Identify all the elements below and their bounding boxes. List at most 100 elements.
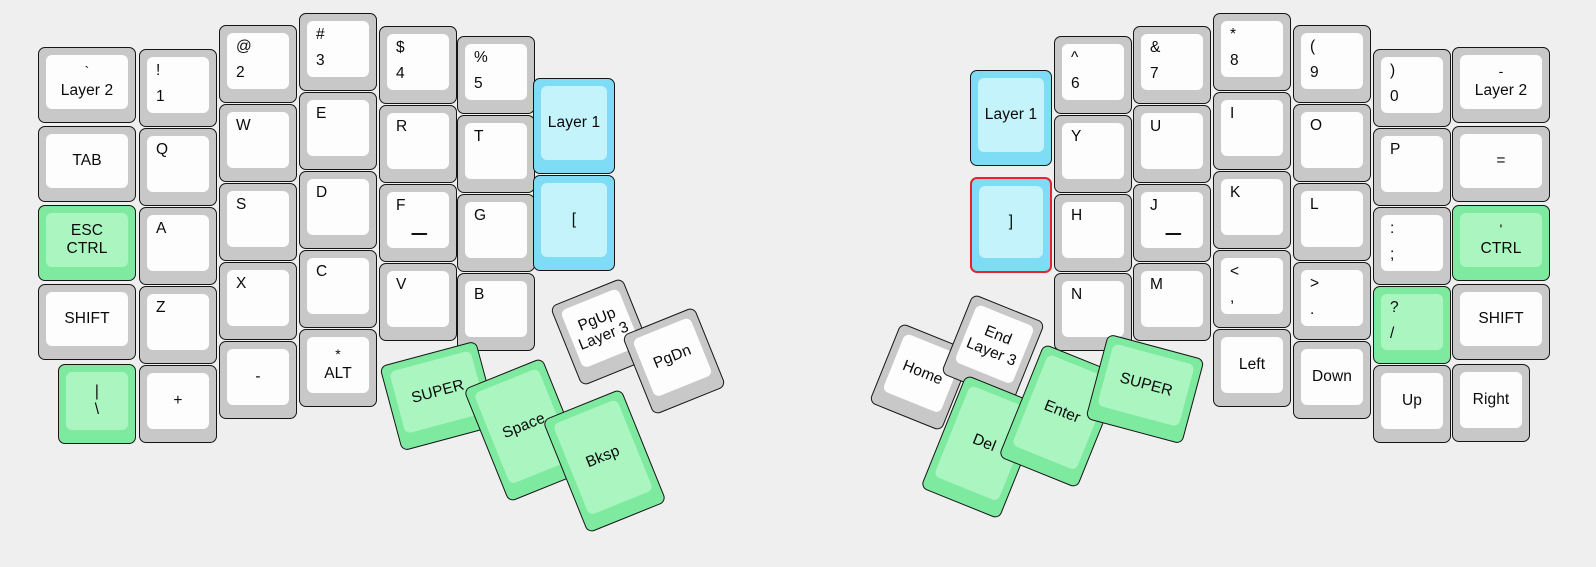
key-r-slash[interactable]: ?/ <box>1373 286 1451 364</box>
key-l-q[interactable]: Q <box>139 128 217 206</box>
keycap-r-equal: = <box>1460 134 1542 188</box>
key-l-d[interactable]: D <box>299 171 377 249</box>
key-l-pinky-grave-layer2[interactable]: `Layer 2 <box>38 47 136 123</box>
key-r-equal[interactable]: = <box>1452 126 1550 202</box>
key-r-super[interactable]: SUPER <box>1085 333 1205 445</box>
key-legend-shifted: ` <box>84 62 90 79</box>
key-legend-base: Bksp <box>583 442 623 472</box>
key-r-p[interactable]: P <box>1373 128 1451 206</box>
key-l-alt[interactable]: *ALT <box>299 329 377 407</box>
key-r-6[interactable]: ^6 <box>1054 36 1132 114</box>
key-l-f[interactable]: F <box>379 184 457 262</box>
key-legend-shifted: % <box>474 49 488 66</box>
key-l-r[interactable]: R <box>379 105 457 183</box>
key-l-a[interactable]: A <box>139 207 217 285</box>
key-legend-shifted: G <box>474 207 487 224</box>
key-legend-shifted: * <box>1230 26 1237 43</box>
key-r-minus-layer2[interactable]: -Layer 2 <box>1452 47 1550 123</box>
key-l-1[interactable]: !1 <box>139 49 217 127</box>
keycap-l-alt: *ALT <box>307 337 369 393</box>
key-legend-base: Home <box>900 356 946 389</box>
key-legend-base: 4 <box>396 64 405 82</box>
key-legend-base: - <box>255 367 261 385</box>
key-r-up[interactable]: Up <box>1373 365 1451 443</box>
key-legend-shifted: A <box>156 220 167 237</box>
key-legend-base: Right <box>1472 390 1510 408</box>
key-r-9[interactable]: (9 <box>1293 25 1371 103</box>
key-l-layer1[interactable]: Layer 1 <box>533 78 615 174</box>
keycap-l-2: @2 <box>227 33 289 89</box>
keycap-r-minus-layer2: -Layer 2 <box>1460 55 1542 109</box>
key-r-7[interactable]: &7 <box>1133 26 1211 104</box>
key-legend-shifted: Q <box>156 141 169 158</box>
key-l-minus[interactable]: - <box>219 341 297 419</box>
key-legend-shifted: R <box>396 118 408 135</box>
key-l-e[interactable]: E <box>299 92 377 170</box>
keycap-r-up: Up <box>1381 373 1443 429</box>
key-l-b[interactable]: B <box>457 273 535 351</box>
key-legend-shifted: I <box>1230 105 1235 122</box>
key-r-y[interactable]: Y <box>1054 115 1132 193</box>
key-l-4[interactable]: $4 <box>379 26 457 104</box>
keycap-r-j: J <box>1141 192 1203 248</box>
key-r-m[interactable]: M <box>1133 263 1211 341</box>
key-legend-base: . <box>1310 300 1315 318</box>
key-r-i[interactable]: I <box>1213 92 1291 170</box>
keycap-l-w: W <box>227 112 289 168</box>
key-r-n[interactable]: N <box>1054 273 1132 351</box>
keycap-r-slash: ?/ <box>1381 294 1443 350</box>
keycap-l-q: Q <box>147 136 209 192</box>
key-l-3[interactable]: #3 <box>299 13 377 91</box>
key-r-bracket-close[interactable]: ] <box>970 177 1052 273</box>
key-r-u[interactable]: U <box>1133 105 1211 183</box>
key-legend-base: Left <box>1238 355 1266 373</box>
key-r-down[interactable]: Down <box>1293 341 1371 419</box>
key-legend-base: SHIFT <box>1478 309 1524 327</box>
key-legend-shifted: Z <box>156 299 166 316</box>
key-r-j[interactable]: J <box>1133 184 1211 262</box>
key-r-o[interactable]: O <box>1293 104 1371 182</box>
key-legend-base: 7 <box>1150 64 1159 82</box>
key-r-quote-ctrl[interactable]: 'CTRL <box>1452 205 1550 281</box>
key-r-0[interactable]: )0 <box>1373 49 1451 127</box>
key-l-x[interactable]: X <box>219 262 297 340</box>
keycap-r-shift: SHIFT <box>1460 292 1542 346</box>
key-legend-base: 6 <box>1071 74 1080 92</box>
key-l-g[interactable]: G <box>457 194 535 272</box>
key-l-v[interactable]: V <box>379 263 457 341</box>
key-l-c[interactable]: C <box>299 250 377 328</box>
key-l-5[interactable]: %5 <box>457 36 535 114</box>
key-l-2[interactable]: @2 <box>219 25 297 103</box>
key-l-z[interactable]: Z <box>139 286 217 364</box>
key-l-tab[interactable]: TAB <box>38 126 136 202</box>
key-legend-shifted: O <box>1310 117 1323 134</box>
keycap-r-h: H <box>1062 202 1124 258</box>
key-l-s[interactable]: S <box>219 183 297 261</box>
key-l-shift[interactable]: SHIFT <box>38 284 136 360</box>
keycap-l-pgdn: PgDn <box>632 316 713 398</box>
keycap-l-minus: - <box>227 349 289 405</box>
key-r-k[interactable]: K <box>1213 171 1291 249</box>
key-l-plus[interactable]: + <box>139 365 217 443</box>
key-legend-shifted: $ <box>396 39 405 56</box>
key-l-t[interactable]: T <box>457 115 535 193</box>
key-l-w[interactable]: W <box>219 104 297 182</box>
key-r-semicolon[interactable]: :; <box>1373 207 1451 285</box>
key-r-shift[interactable]: SHIFT <box>1452 284 1550 360</box>
key-r-layer1[interactable]: Layer 1 <box>970 70 1052 166</box>
key-r-l[interactable]: L <box>1293 183 1371 261</box>
key-r-period[interactable]: >. <box>1293 262 1371 340</box>
key-legend-shifted: C <box>316 263 328 280</box>
key-r-h[interactable]: H <box>1054 194 1132 272</box>
key-legend-base: PgDn <box>650 341 694 372</box>
key-l-bracket-open[interactable]: [ <box>533 175 615 271</box>
key-r-8[interactable]: *8 <box>1213 13 1291 91</box>
key-r-left[interactable]: Left <box>1213 329 1291 407</box>
key-r-comma[interactable]: <, <box>1213 250 1291 328</box>
key-legend-shifted: T <box>474 128 484 145</box>
key-l-pipe-backslash[interactable]: |\ <box>58 364 136 444</box>
key-legend-base: SUPER <box>1117 369 1175 400</box>
key-r-right[interactable]: Right <box>1452 364 1530 442</box>
key-legend-shifted: B <box>474 286 485 303</box>
